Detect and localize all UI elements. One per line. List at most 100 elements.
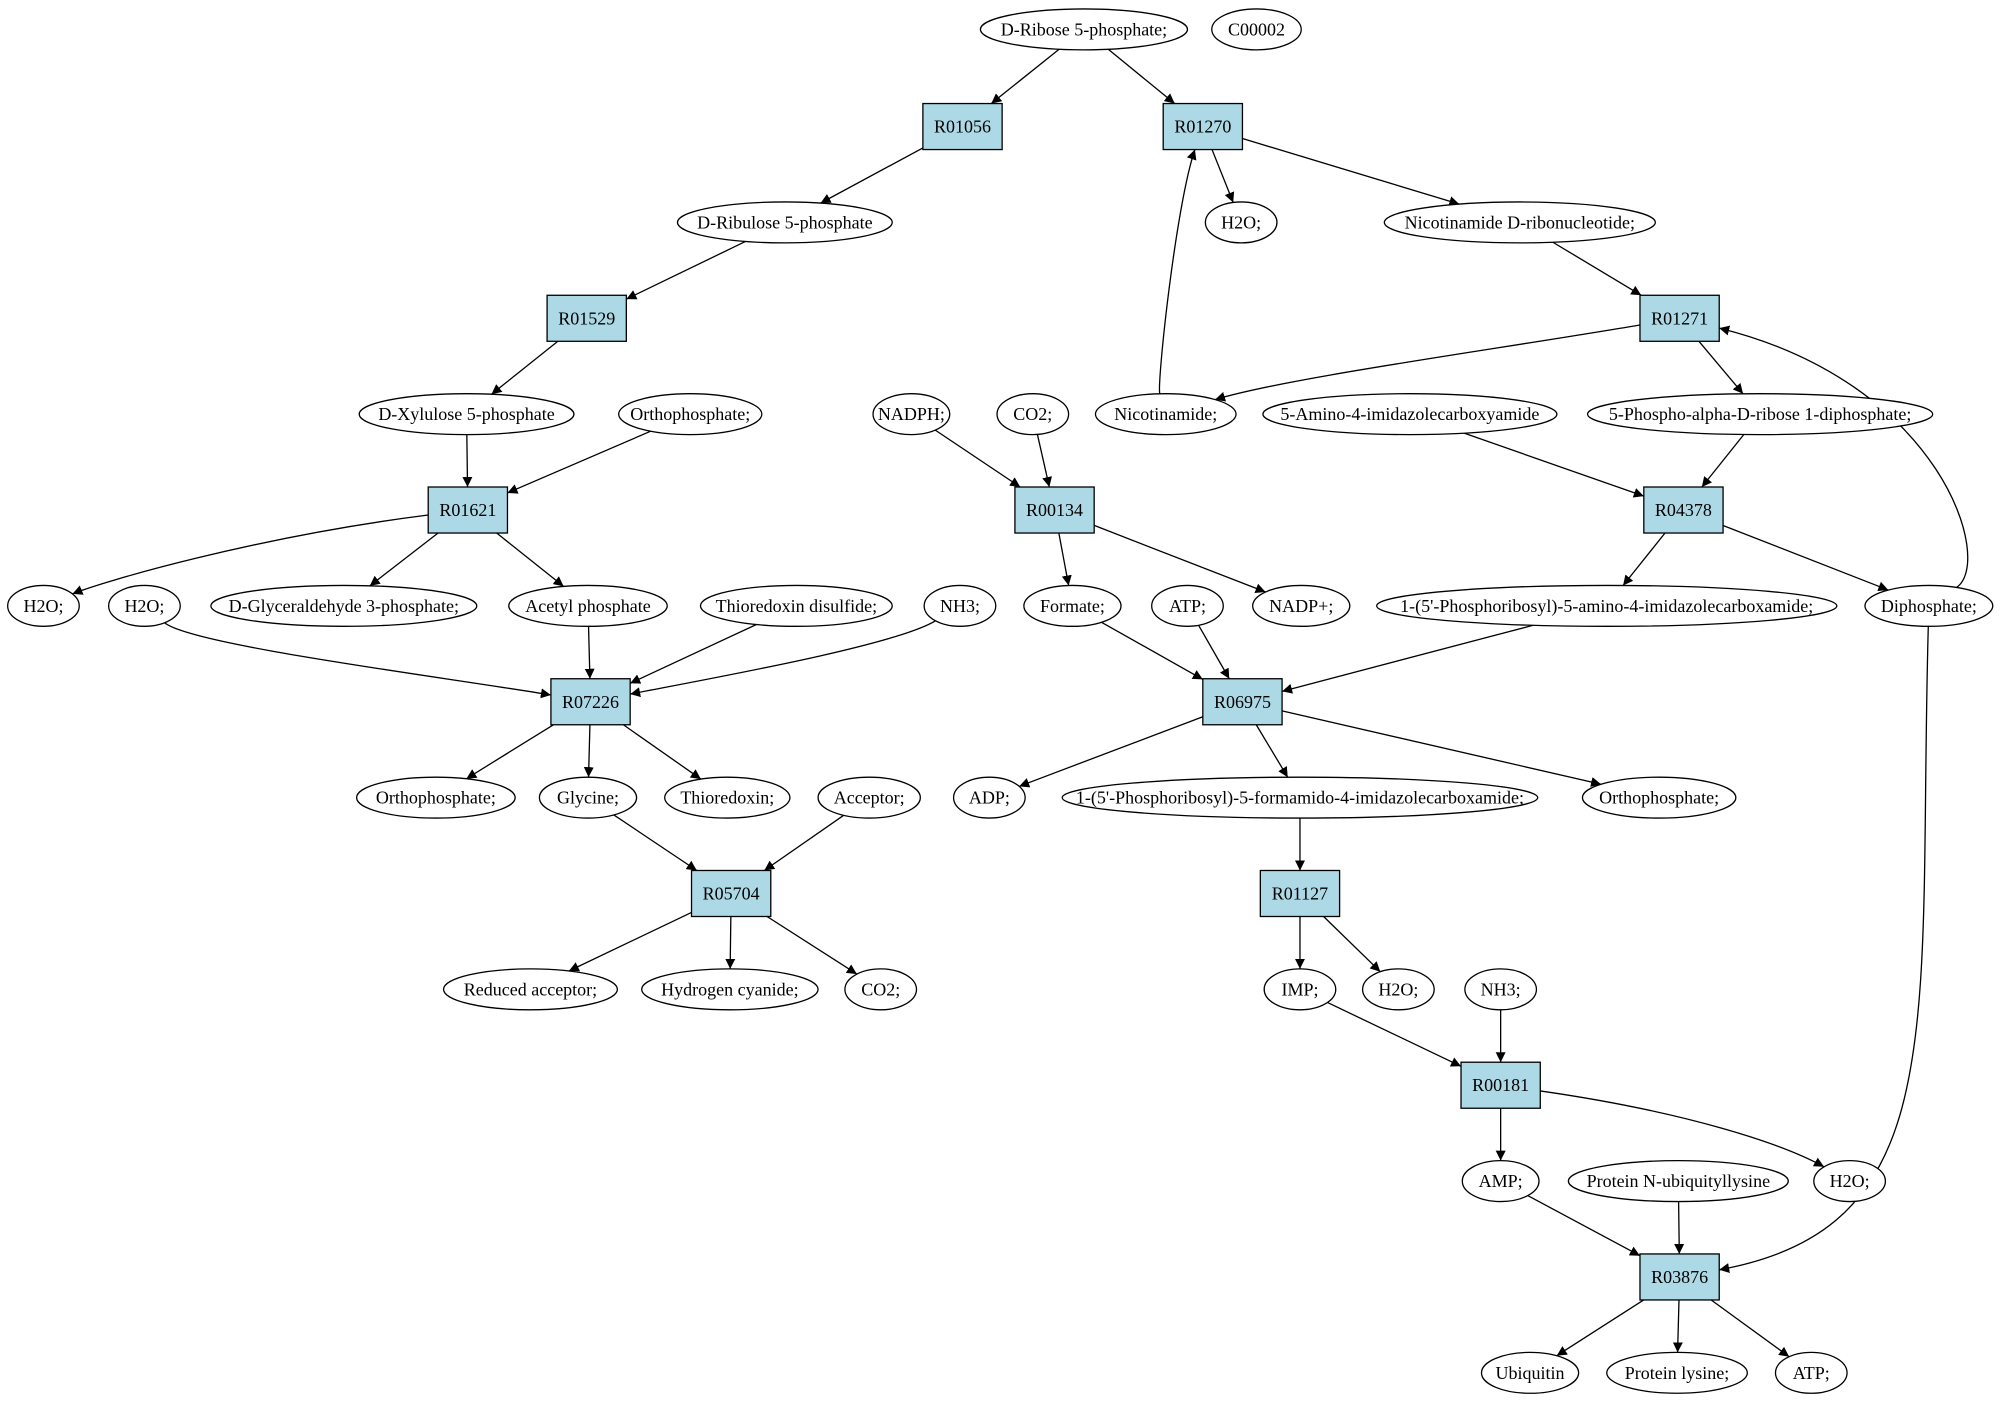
compound-node-nadp[interactable]: NADP+;	[1252, 584, 1351, 627]
compound-node-nadph[interactable]: NADPH;	[872, 393, 951, 436]
compound-node-protein-lysine[interactable]: Protein lysine;	[1606, 1351, 1749, 1394]
compound-node-d-ribose-5-phosphate[interactable]: D-Ribose 5-phosphate;	[979, 8, 1189, 51]
reaction-node-r00134[interactable]: R00134	[1014, 486, 1095, 534]
reaction-node-r05704-label: R05704	[703, 883, 760, 903]
compound-node-acetyl-phosphate[interactable]: Acetyl phosphate	[508, 584, 668, 627]
compound-node-d-xylulose-5-phosphate[interactable]: D-Xylulose 5-phosphate	[358, 393, 575, 436]
reaction-node-r00181[interactable]: R00181	[1460, 1061, 1541, 1109]
compound-node-h2o-shape	[108, 584, 181, 627]
reaction-node-r06975[interactable]: R06975	[1202, 678, 1283, 726]
compound-node-co2-label: CO2;	[1013, 404, 1052, 424]
compound-node-c00002-shape	[1211, 8, 1302, 51]
reaction-node-r01621[interactable]: R01621	[427, 486, 509, 534]
compound-node-1-5-phosphoribosyl-5-amino-4-imidazolecarboxamide[interactable]: 1-(5'-Phosphoribosyl)-5-amino-4-imidazol…	[1376, 584, 1838, 627]
compound-node-amp[interactable]: AMP;	[1461, 1159, 1540, 1203]
compound-node-reduced-acceptor[interactable]: Reduced acceptor;	[442, 968, 619, 1011]
compound-node-orthophosphate[interactable]: Orthophosphate;	[355, 776, 516, 819]
reaction-node-r06975-label: R06975	[1214, 692, 1271, 712]
edge-r03876-to-protein_lysine	[1672, 1299, 1683, 1353]
edge-r01127-to-h2o_d	[1323, 916, 1381, 973]
reaction-node-r05704[interactable]: R05704	[690, 869, 772, 918]
compound-node-orthophosphate[interactable]: Orthophosphate;	[1581, 776, 1737, 819]
compound-node-hydrogen-cyanide[interactable]: Hydrogen cyanide;	[641, 968, 819, 1011]
compound-node-atp[interactable]: ATP;	[1774, 1351, 1848, 1394]
compound-node-co2[interactable]: CO2;	[996, 393, 1070, 436]
edge-r03876-to-ubiquitin	[1556, 1299, 1645, 1357]
reaction-node-r01271-shape	[1639, 294, 1720, 342]
compound-node-co2[interactable]: CO2;	[844, 968, 918, 1011]
compound-node-thioredoxin-disulfide[interactable]: Thioredoxin disulfide;	[699, 584, 893, 627]
reaction-node-r03876[interactable]: R03876	[1639, 1253, 1720, 1301]
compound-node-thioredoxin-shape	[664, 776, 791, 819]
reaction-node-r01127[interactable]: R01127	[1259, 869, 1341, 918]
reaction-node-r01056[interactable]: R01056	[922, 102, 1003, 151]
reaction-node-r07226[interactable]: R07226	[550, 678, 631, 726]
compound-node-orthophosphate-shape	[1581, 776, 1737, 819]
edge-r01271-to-prpp	[1698, 340, 1744, 395]
compound-node-h2o[interactable]: H2O;	[108, 584, 181, 627]
compound-node-ubiquitin-shape	[1480, 1351, 1580, 1394]
compound-node-ubiquitin-label: Ubiquitin	[1496, 1363, 1565, 1383]
reaction-node-r01621-label: R01621	[439, 500, 496, 520]
compound-node-orthophosphate[interactable]: Orthophosphate;	[618, 393, 763, 436]
compound-node-nicotinamide-label: Nicotinamide;	[1114, 404, 1217, 424]
compound-node-glycine[interactable]: Glycine;	[538, 776, 638, 819]
compound-node-protein-n-ubiquityllysine-shape	[1567, 1159, 1789, 1203]
edge-r01270-to-h2o_a	[1211, 149, 1235, 203]
compound-node-h2o[interactable]: H2O;	[1813, 1159, 1887, 1203]
compound-node-d-ribulose-5-phosphate[interactable]: D-Ribulose 5-phosphate	[676, 201, 893, 244]
compound-node-atp-shape	[1151, 584, 1224, 627]
edge-nicotinamide-to-r01270	[1158, 149, 1197, 394]
compound-node-h2o[interactable]: H2O;	[7, 584, 80, 627]
compound-node-acceptor-shape	[817, 776, 921, 819]
compound-node-h2o[interactable]: H2O;	[1361, 968, 1435, 1011]
reaction-node-r04378[interactable]: R04378	[1643, 486, 1724, 534]
compound-node-nadph-label: NADPH;	[878, 404, 945, 424]
edge-ribose5p-to-r01270	[1107, 48, 1176, 105]
edge-r05704-to-reduced_acceptor	[568, 911, 692, 972]
compound-node-orthophosphate-label: Orthophosphate;	[1599, 788, 1719, 808]
reaction-node-r06975-shape	[1202, 678, 1283, 726]
compound-node-atp[interactable]: ATP;	[1151, 584, 1224, 627]
compound-node-5-amino-4-imidazolecarboxyamide[interactable]: 5-Amino-4-imidazolecarboxyamide	[1262, 393, 1558, 436]
compound-node-acceptor[interactable]: Acceptor;	[817, 776, 921, 819]
compound-node-diphosphate[interactable]: Diphosphate;	[1864, 584, 1994, 627]
compound-node-orthophosphate-label: Orthophosphate;	[630, 404, 750, 424]
compound-node-ubiquitin[interactable]: Ubiquitin	[1480, 1351, 1580, 1394]
reaction-node-r03876-label: R03876	[1651, 1267, 1708, 1287]
reaction-node-r01270[interactable]: R01270	[1162, 102, 1244, 151]
compound-node-nh3-shape	[1464, 968, 1538, 1011]
compound-node-1-5-phosphoribosyl-5-formamido-4-imidazolecarboxamide[interactable]: 1-(5'-Phosphoribosyl)-5-formamido-4-imid…	[1061, 776, 1539, 819]
compound-node-co2-shape	[844, 968, 918, 1011]
edge-ribulose5p-to-r01529	[626, 240, 746, 300]
compound-node-nicotinamide[interactable]: Nicotinamide;	[1094, 393, 1237, 436]
compound-node-5-phospho-alpha-d-ribose-1-diphosphate[interactable]: 5-Phospho-alpha-D-ribose 1-diphosphate;	[1586, 393, 1934, 436]
compound-node-nh3[interactable]: NH3;	[923, 584, 997, 627]
edge-prot_nubiq-to-r03876	[1674, 1201, 1685, 1254]
compound-node-formate[interactable]: Formate;	[1023, 584, 1122, 627]
reaction-node-r00134-label: R00134	[1026, 500, 1083, 520]
compound-node-adp[interactable]: ADP;	[952, 776, 1026, 819]
reaction-node-r01271[interactable]: R01271	[1639, 294, 1720, 342]
reaction-node-r01270-shape	[1162, 102, 1244, 151]
compound-node-1-5-phosphoribosyl-5-amino-4-imidazolecarboxamide-shape	[1376, 584, 1838, 627]
edge-r07226-to-glycine	[583, 724, 594, 778]
reaction-node-r01621-shape	[427, 486, 509, 534]
edge-formate-to-r06975	[1101, 621, 1204, 680]
edge-h2o_c-to-r07226	[164, 622, 552, 699]
compound-node-imp[interactable]: IMP;	[1263, 968, 1337, 1011]
compound-node-thioredoxin[interactable]: Thioredoxin;	[664, 776, 791, 819]
compound-node-c00002[interactable]: C00002	[1211, 8, 1302, 51]
reaction-node-r01056-label: R01056	[934, 117, 991, 137]
compound-node-d-xylulose-5-phosphate-label: D-Xylulose 5-phosphate	[378, 404, 554, 424]
compound-node-h2o[interactable]: H2O;	[1204, 201, 1278, 244]
compound-node-d-glyceraldehyde-3-phosphate[interactable]: D-Glyceraldehyde 3-phosphate;	[210, 584, 478, 627]
compound-node-nadph-shape	[872, 393, 951, 436]
reaction-node-r01529[interactable]: R01529	[546, 294, 627, 342]
compound-node-nh3[interactable]: NH3;	[1464, 968, 1538, 1011]
compound-node-d-ribulose-5-phosphate-label: D-Ribulose 5-phosphate	[697, 212, 872, 232]
compound-node-nicotinamide-d-ribonucleotide[interactable]: Nicotinamide D-ribonucleotide;	[1383, 201, 1656, 244]
compound-node-protein-n-ubiquityllysine[interactable]: Protein N-ubiquityllysine	[1567, 1159, 1789, 1203]
